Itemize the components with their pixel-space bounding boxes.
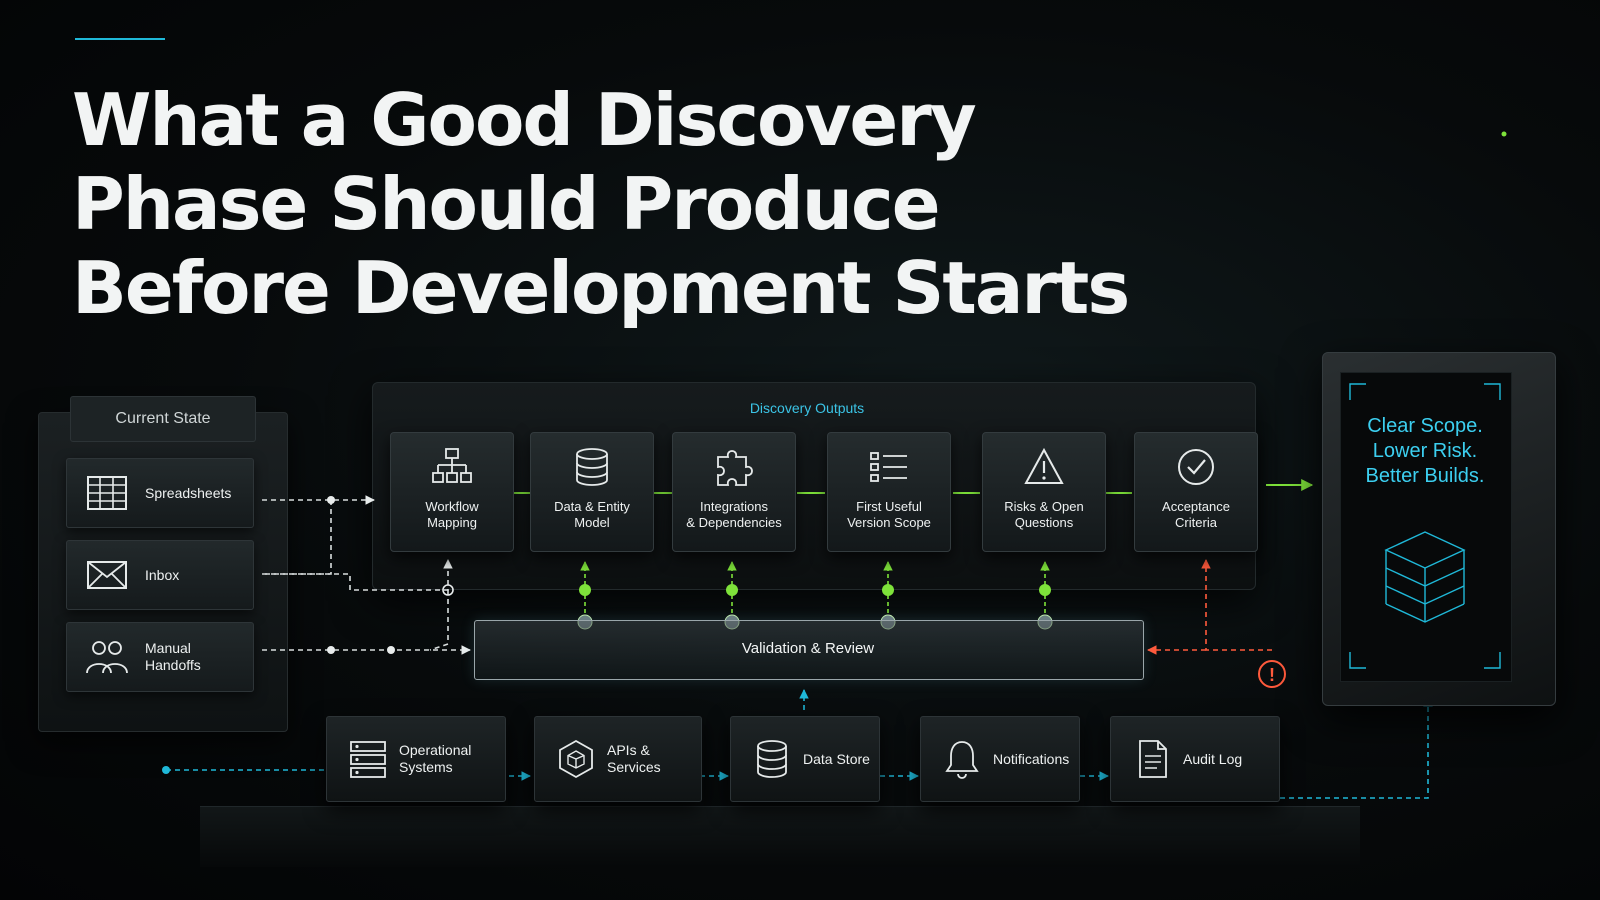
system-label: Audit Log — [1183, 750, 1243, 767]
screen-corner-brackets — [1349, 383, 1501, 669]
result-line-2: Lower Risk. — [1372, 440, 1478, 462]
output-card-first-useful-version-scope: First Useful Version Scope — [827, 432, 951, 552]
system-label: APIs & Services — [607, 742, 661, 775]
database-icon — [757, 740, 787, 778]
base-platform — [200, 806, 1360, 867]
validation-review-label: Validation & Review — [741, 640, 875, 657]
system-label: Notifications — [993, 750, 1070, 767]
org-chart-icon — [432, 448, 472, 483]
discovery-outputs-label: Discovery Outputs — [749, 400, 865, 416]
output-card-data-entity-model: Data & Entity Model — [530, 432, 654, 552]
server-icon — [350, 741, 386, 778]
output-card-label: Risks & Open Questions — [1004, 499, 1084, 530]
output-card-label: First Useful Version Scope — [847, 499, 931, 530]
spreadsheet-icon — [87, 476, 127, 510]
title-line-1: What a Good Discovery — [72, 78, 977, 162]
warning-icon — [1024, 447, 1064, 484]
result-screen — [1340, 372, 1512, 682]
title-accent-line — [75, 38, 165, 40]
discovery-outputs-panel — [372, 382, 1256, 590]
current-state-label: Spreadsheets — [145, 484, 232, 501]
system-operational-systems: Operational Systems — [326, 716, 506, 802]
system-notifications: Notifications — [920, 716, 1080, 802]
system-audit-log: Audit Log — [1110, 716, 1280, 802]
output-card-acceptance-criteria: Acceptance Criteria — [1134, 432, 1258, 552]
envelope-icon — [87, 561, 127, 589]
result-line-3: Better Builds. — [1365, 465, 1485, 487]
output-card-integrations-dependencies: Integrations & Dependencies — [672, 432, 796, 552]
system-label: Operational Systems — [399, 742, 472, 775]
result-text: Clear Scope. Lower Risk. Better Builds. — [1340, 414, 1510, 489]
layers-icon — [1384, 531, 1466, 623]
current-state-header: Current State — [70, 396, 256, 442]
output-card-label: Acceptance Criteria — [1162, 499, 1230, 530]
document-icon — [1139, 740, 1167, 778]
output-card-workflow-mapping: Workflow Mapping — [390, 432, 514, 552]
check-circle-icon — [1178, 449, 1214, 485]
system-apis-services: APIs & Services — [534, 716, 702, 802]
puzzle-icon — [717, 450, 753, 486]
title-line-3: Before Development Starts — [72, 246, 1130, 330]
current-state-label: Manual Handoffs — [145, 640, 201, 673]
svg-text:!: ! — [1269, 665, 1275, 685]
current-state-item-inbox: Inbox — [66, 540, 254, 610]
output-card-label: Data & Entity Model — [554, 499, 630, 530]
validation-review-bar — [474, 620, 1144, 680]
checklist-icon — [870, 452, 907, 482]
title-line-2: Phase Should Produce — [72, 162, 941, 246]
current-state-item-spreadsheets: Spreadsheets — [66, 458, 254, 528]
page-title: What a Good Discovery Phase Should Produ… — [72, 78, 1272, 330]
result-line-1: Clear Scope. — [1367, 415, 1483, 437]
current-state-item-manual-handoffs: Manual Handoffs — [66, 622, 254, 692]
hexagon-icon — [559, 739, 593, 779]
system-data-store: Data Store — [730, 716, 880, 802]
output-card-risks-open-questions: Risks & Open Questions — [982, 432, 1106, 552]
alert-icon — [1258, 660, 1286, 688]
output-card-label: Integrations & Dependencies — [686, 499, 782, 530]
people-icon — [86, 641, 128, 674]
current-state-label: Inbox — [145, 566, 180, 583]
bell-icon — [945, 741, 979, 779]
database-icon — [576, 448, 608, 486]
output-card-label: Workflow Mapping — [425, 499, 479, 530]
system-label: Data Store — [803, 750, 870, 767]
